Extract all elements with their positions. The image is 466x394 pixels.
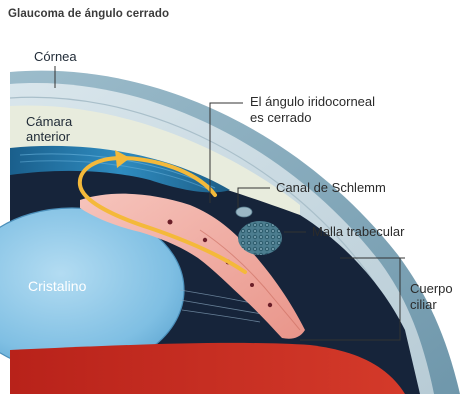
- label-ciliary-1: Cuerpo: [410, 281, 453, 297]
- label-trabecular: Malla trabecular: [312, 224, 405, 240]
- label-anterior-chamber-1: Cámara: [26, 114, 72, 130]
- label-angle-2: es cerrado: [250, 110, 311, 126]
- schlemm-canal: [236, 207, 252, 217]
- label-schlemm: Canal de Schlemm: [276, 180, 386, 196]
- label-angle-1: El ángulo iridocorneal: [250, 94, 375, 110]
- label-ciliary-2: ciliar: [410, 297, 437, 313]
- label-lens: Cristalino: [28, 278, 86, 294]
- trabecular-meshwork: [238, 221, 282, 255]
- label-anterior-chamber-2: anterior: [26, 129, 70, 145]
- label-cornea: Córnea: [34, 49, 77, 65]
